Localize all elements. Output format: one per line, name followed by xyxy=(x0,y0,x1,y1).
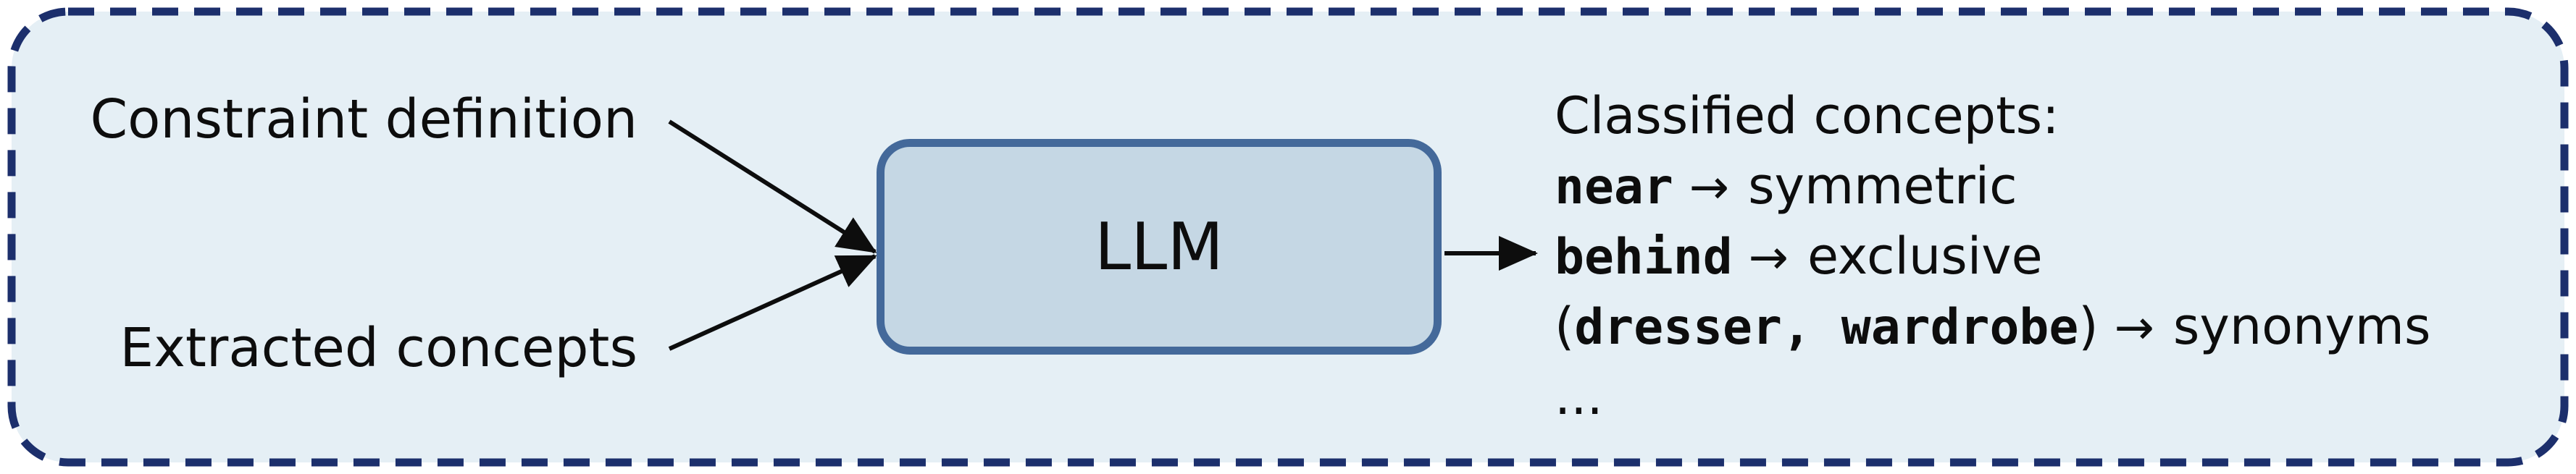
constraint-definition-label: Constraint definition xyxy=(90,88,637,151)
open-paren: ( xyxy=(1555,297,1575,356)
output-heading: Classified concepts: xyxy=(1555,86,2059,145)
concept-category: exclusive xyxy=(1807,227,2043,286)
concept-term: behind xyxy=(1555,229,1733,286)
concept-term-b: wardrobe xyxy=(1841,299,2079,356)
concept-term-a: dresser xyxy=(1574,299,1782,356)
close-paren: ) xyxy=(2078,297,2099,356)
concept-category: symmetric xyxy=(1748,156,2017,216)
right-arrow-icon: → xyxy=(2114,300,2154,355)
output-item-dresser-wardrobe: (dresser, wardrobe) → synonyms xyxy=(1555,292,2430,362)
llm-box: LLM xyxy=(877,139,1442,355)
extracted-concepts-label: Extracted concepts xyxy=(120,317,637,379)
concept-category: synonyms xyxy=(2173,297,2431,356)
concept-term: near xyxy=(1555,158,1673,216)
llm-label: LLM xyxy=(1095,208,1224,285)
output-item-near: near → symmetric xyxy=(1555,151,2430,221)
output-ellipsis: ... xyxy=(1555,367,1603,426)
right-arrow-icon: → xyxy=(1748,229,1789,285)
concept-separator: , xyxy=(1781,299,1841,356)
right-arrow-icon: → xyxy=(1689,159,1730,215)
classified-concepts-output: Classified concepts: near → symmetric behi… xyxy=(1555,81,2430,432)
output-item-behind: behind → exclusive xyxy=(1555,221,2430,292)
